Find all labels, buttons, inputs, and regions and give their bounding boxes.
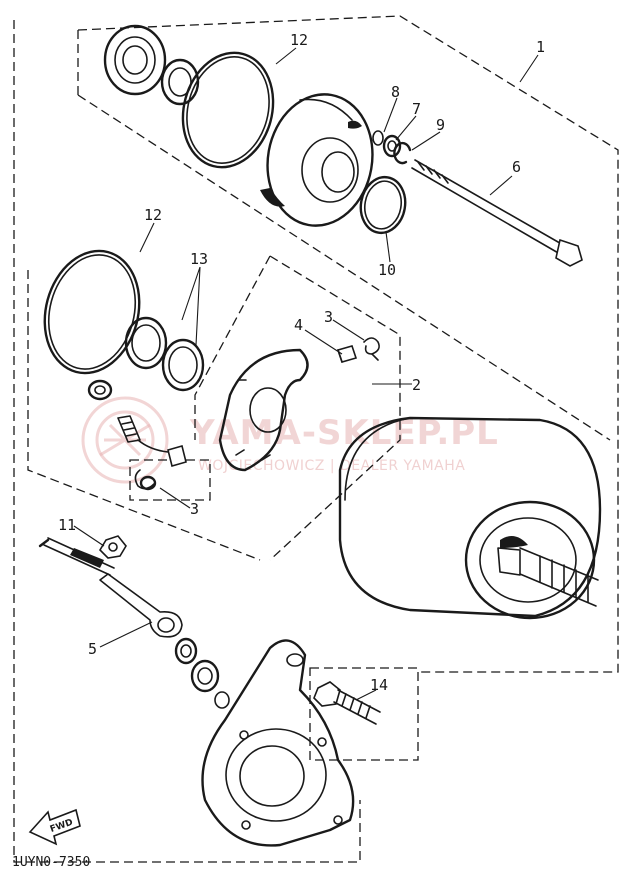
part-rear-cover: [201, 639, 355, 847]
callouts: 1 2 3 3 4 5 6 7 8 9 10 11 12 12 13 14: [58, 31, 545, 694]
part-washer-8: [372, 130, 384, 146]
callout-4: 4: [294, 316, 303, 334]
callout-6: 6: [512, 158, 521, 176]
part-washer-rear-3: [214, 691, 230, 709]
outline-brush-small-box: [129, 459, 211, 501]
callout-9: 9: [436, 116, 445, 134]
callout-11: 11: [58, 516, 76, 534]
callout-2: 2: [412, 376, 421, 394]
outline-main-diagonal: [77, 94, 611, 441]
part-bearing: [103, 24, 167, 96]
outline-bolt-box: [309, 667, 419, 761]
part-circlip-9: [393, 141, 412, 165]
callout-5: 5: [88, 640, 97, 658]
outline-main-left: [13, 20, 361, 863]
diagram-code: 1UYN0-7350: [12, 855, 90, 870]
callout-3-top: 3: [324, 308, 333, 326]
callout-8: 8: [391, 83, 400, 101]
callout-3-bottom: 3: [190, 500, 199, 518]
part-yoke: [338, 416, 602, 620]
part-terminal-nut: [87, 379, 113, 401]
part-bolt-14: [313, 681, 381, 725]
part-spring-3-top: [363, 337, 380, 361]
outline-main-assembly: [77, 15, 619, 673]
callout-14: 14: [370, 676, 388, 694]
part-long-bolt-6: [411, 159, 583, 267]
part-brush-4: [336, 345, 358, 363]
part-o-ring-12-top: [181, 51, 275, 169]
outline-left-box: [27, 270, 261, 561]
outline-brush-holder-set: [194, 255, 401, 561]
part-cable: [38, 537, 115, 576]
callout-10: 10: [378, 261, 396, 279]
part-washer-13b: [161, 338, 205, 392]
part-cable-terminal-5: [99, 573, 183, 638]
part-armature-shaft: [497, 547, 599, 607]
part-nut-11: [98, 535, 127, 559]
part-front-cover: [260, 93, 374, 227]
watermark: YAMA-SKLEP.PL WOJCIECHOWICZ | DEALER YAM…: [81, 396, 498, 484]
part-washer-rear-2: [190, 659, 220, 693]
callout-12-top: 12: [290, 31, 308, 49]
part-brush-plate: [218, 348, 309, 472]
watermark-sub-text: WOJCIECHOWICZ | DEALER YAMAHA: [198, 458, 465, 474]
part-washer-rear-1: [174, 637, 198, 665]
part-washer-13a: [124, 316, 168, 370]
callout-13: 13: [190, 250, 208, 268]
assembly-outlines: [13, 15, 619, 863]
callout-12-lower: 12: [144, 206, 162, 224]
leader-lines: [73, 47, 539, 701]
callout-1: 1: [536, 38, 545, 56]
watermark-logo: [81, 396, 169, 484]
part-spring-3-bottom: [134, 469, 157, 491]
callout-7: 7: [412, 100, 421, 118]
part-o-ring-10: [359, 175, 407, 235]
fwd-arrow: FWD: [28, 808, 81, 846]
part-terminal-bolt: [117, 415, 187, 467]
